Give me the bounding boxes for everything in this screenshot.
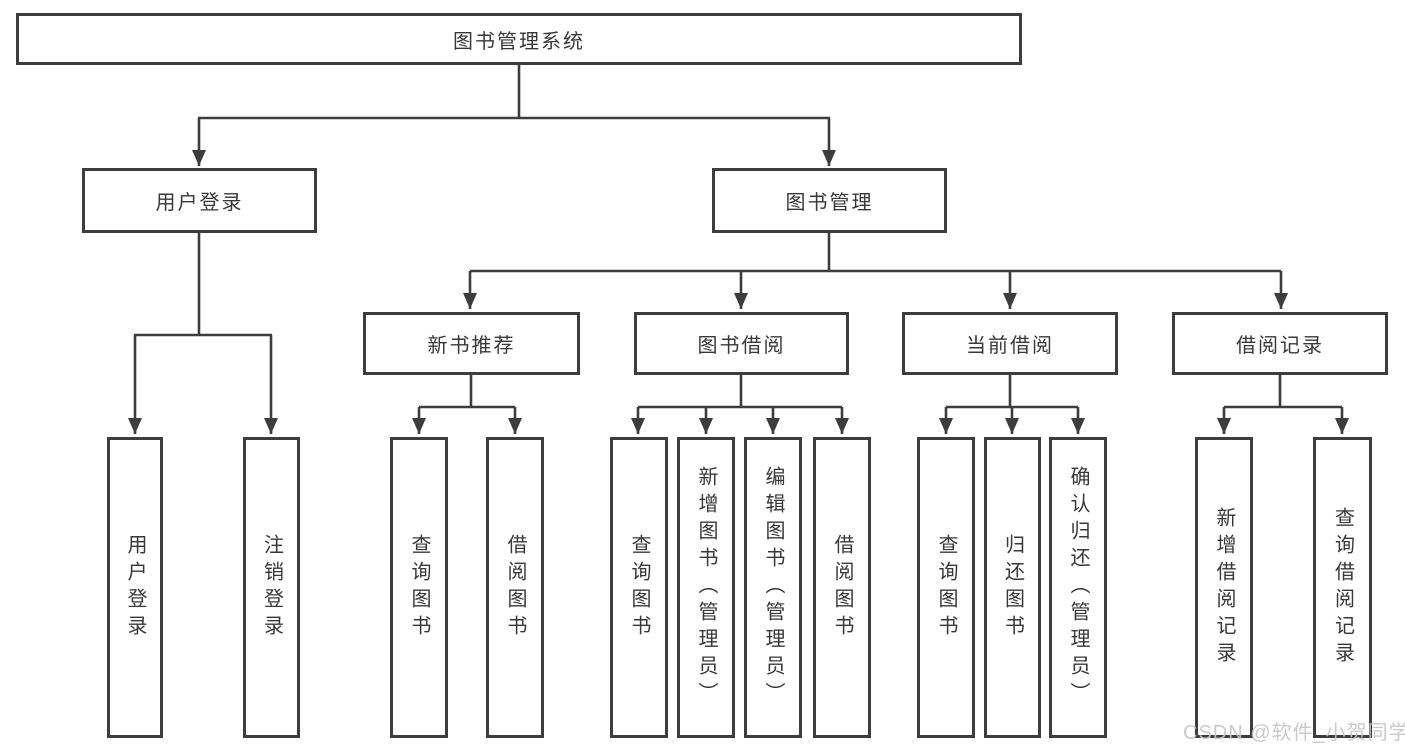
- node-root-label: 图书管理系统: [453, 30, 585, 53]
- node-leaf-confirm-return-admin-label: 确认归还（管理员）: [1067, 466, 1089, 709]
- node-borrow-records-label: 借阅记录: [1236, 335, 1324, 357]
- node-leaf-add-borrow-record: 新增借阅记录: [1195, 437, 1253, 738]
- node-leaf-logout-label: 注销登录: [260, 533, 283, 642]
- node-leaf-edit-books-admin: 编辑图书（管理员）: [744, 437, 802, 738]
- node-new-book-recommend-label: 新书推荐: [427, 335, 516, 357]
- node-book-management: 图书管理: [712, 168, 947, 233]
- node-leaf-query-books-borrowing-label: 查询图书: [628, 533, 650, 642]
- node-user-login: 用户登录: [82, 168, 317, 233]
- node-root: 图书管理系统: [16, 13, 1022, 65]
- node-borrow-records: 借阅记录: [1172, 312, 1388, 375]
- node-leaf-add-books-admin-label: 新增图书（管理员）: [695, 466, 717, 709]
- node-leaf-borrow-books-borrowing: 借阅图书: [813, 437, 871, 738]
- node-leaf-add-borrow-record-label: 新增借阅记录: [1213, 506, 1235, 669]
- node-leaf-logout: 注销登录: [243, 437, 300, 738]
- node-leaf-query-borrow-record-label: 查询借阅记录: [1331, 506, 1354, 669]
- node-new-book-recommend: 新书推荐: [363, 312, 580, 375]
- node-leaf-return-books-label: 归还图书: [1001, 533, 1024, 642]
- node-leaf-query-books-recommend-label: 查询图书: [408, 533, 430, 642]
- node-leaf-user-login-label: 用户登录: [124, 533, 146, 642]
- node-leaf-query-borrow-record: 查询借阅记录: [1313, 437, 1372, 738]
- node-leaf-user-login: 用户登录: [107, 437, 163, 738]
- node-leaf-confirm-return-admin: 确认归还（管理员）: [1049, 437, 1107, 738]
- node-leaf-borrow-books-borrowing-label: 借阅图书: [831, 533, 853, 642]
- node-leaf-edit-books-admin-label: 编辑图书（管理员）: [762, 466, 784, 709]
- node-leaf-query-books-recommend: 查询图书: [390, 437, 448, 738]
- node-user-login-label: 用户登录: [155, 192, 244, 214]
- node-book-management-label: 图书管理: [785, 192, 874, 214]
- csdn-watermark: CSDN @软件_小贺同学: [1183, 722, 1405, 744]
- node-current-borrowing-label: 当前借阅: [966, 335, 1054, 357]
- node-current-borrowing: 当前借阅: [902, 312, 1118, 375]
- node-leaf-borrow-books-recommend: 借阅图书: [486, 437, 544, 738]
- node-leaf-query-books-current: 查询图书: [917, 437, 975, 738]
- node-leaf-query-books-borrowing: 查询图书: [610, 437, 668, 738]
- node-book-borrowing: 图书借阅: [634, 312, 849, 375]
- node-leaf-add-books-admin: 新增图书（管理员）: [677, 437, 735, 738]
- node-leaf-return-books: 归还图书: [984, 437, 1041, 738]
- node-leaf-query-books-current-label: 查询图书: [935, 533, 957, 642]
- node-book-borrowing-label: 图书借阅: [697, 335, 786, 357]
- node-leaf-borrow-books-recommend-label: 借阅图书: [504, 533, 526, 642]
